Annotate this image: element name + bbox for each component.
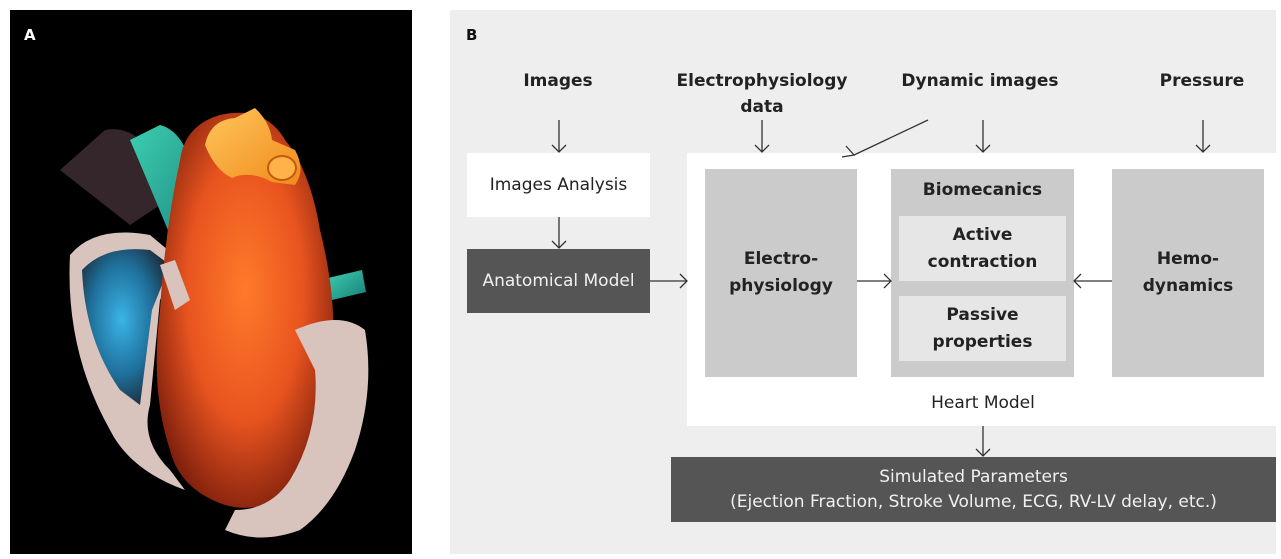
arrow-dynamic-to-ep <box>841 119 929 158</box>
input-electrophysiology-line2: data <box>740 97 784 117</box>
electrophysiology-box: Electro- physiology <box>705 169 857 377</box>
modeling-diagram-panel: B Images Electrophysiology data Dynamic … <box>450 10 1279 554</box>
heart-illustration <box>60 108 369 538</box>
heart-image-panel: A <box>10 10 412 554</box>
arrow-model-to-output <box>975 426 991 457</box>
biomechanics-box: Biomecanics Active contraction Passive p… <box>891 169 1074 377</box>
arrow-analysis-to-anatomical <box>551 217 567 249</box>
simulated-parameters-line1: Simulated Parameters <box>879 466 1068 487</box>
heart-body <box>156 112 334 508</box>
input-dynamic-images: Dynamic images <box>901 71 1059 91</box>
electrophysiology-line2: physiology <box>729 276 833 296</box>
arrow-images-to-analysis <box>551 120 567 153</box>
arrow-dynamic-to-model <box>975 120 991 153</box>
aorta-opening <box>267 155 297 181</box>
biomechanics-title: Biomecanics <box>922 180 1043 200</box>
septum <box>160 260 190 310</box>
branch-vessel <box>328 270 366 300</box>
images-analysis-box: Images Analysis <box>467 153 650 217</box>
electrophysiology-line1: Electro- <box>743 249 819 269</box>
active-contraction-box: Active contraction <box>899 216 1066 281</box>
active-contraction-line2: contraction <box>927 251 1038 272</box>
panel-label-a: A <box>24 26 36 44</box>
passive-properties-line1: Passive <box>946 304 1019 325</box>
heart-model-label: Heart Model <box>931 393 1035 413</box>
right-ventricle <box>82 249 170 405</box>
arrow-anatomical-to-ep <box>650 273 688 289</box>
arrow-ep-data-to-model <box>754 120 770 153</box>
heart-wall-right <box>225 320 369 538</box>
passive-properties-box: Passive properties <box>899 296 1066 361</box>
hemodynamics-line2: dynamics <box>1142 276 1234 296</box>
input-pressure: Pressure <box>1159 71 1245 91</box>
hemodynamics-line1: Hemo- <box>1156 249 1220 269</box>
hemodynamics-box: Hemo- dynamics <box>1112 169 1264 377</box>
arrow-pressure-to-model <box>1195 120 1211 153</box>
input-electrophysiology-line1: Electrophysiology <box>676 71 848 91</box>
simulated-parameters-line2: (Ejection Fraction, Stroke Volume, ECG, … <box>730 491 1217 512</box>
panel-label-b: B <box>466 26 478 44</box>
active-contraction-line1: Active <box>952 224 1013 245</box>
input-images: Images <box>523 71 593 91</box>
anatomical-model-box: Anatomical Model <box>467 249 650 313</box>
simulated-parameters-box: Simulated Parameters (Ejection Fraction,… <box>671 457 1276 522</box>
input-electrophysiology-data: Electrophysiology data <box>665 68 859 120</box>
passive-properties-line2: properties <box>932 331 1033 352</box>
